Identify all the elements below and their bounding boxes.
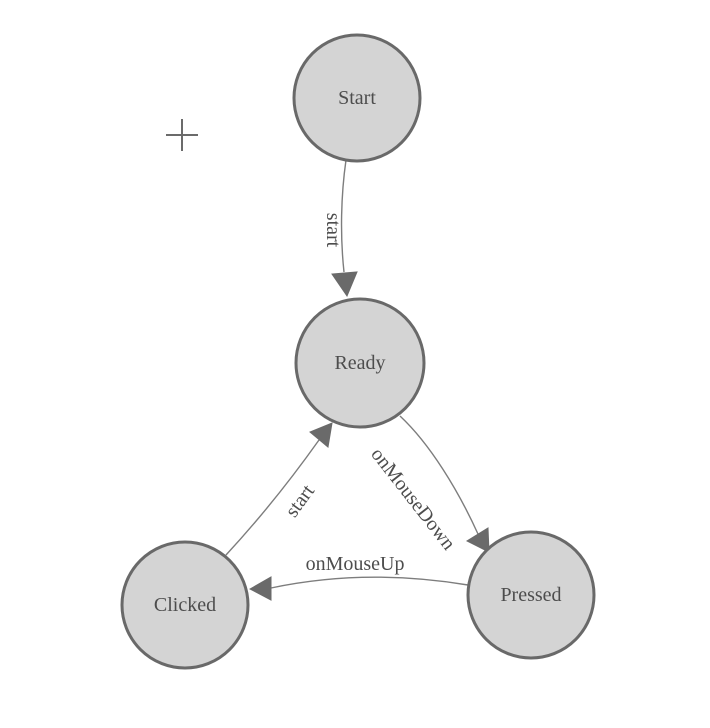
state-label-ready: Ready xyxy=(334,352,385,374)
transition-label-start-2: start xyxy=(281,480,319,521)
state-node-start[interactable]: Start xyxy=(292,33,422,163)
arrowhead-icon[interactable] xyxy=(331,271,358,298)
transition-start-to-ready[interactable]: start xyxy=(322,159,358,298)
arrowhead-icon[interactable] xyxy=(309,422,333,448)
arrowhead-icon[interactable] xyxy=(465,527,490,553)
state-node-ready[interactable]: Ready xyxy=(294,297,426,429)
state-node-pressed[interactable]: Pressed xyxy=(466,530,596,660)
transition-line[interactable] xyxy=(225,439,320,556)
state-label-start: Start xyxy=(338,87,376,109)
transition-label-onmousedown: onMouseDown xyxy=(366,444,459,555)
arrowhead-icon[interactable] xyxy=(248,576,272,601)
transition-label-onmouseup: onMouseUp xyxy=(306,553,405,575)
transition-line[interactable] xyxy=(270,576,469,589)
state-circle-clicked[interactable] xyxy=(120,540,250,670)
state-label-pressed: Pressed xyxy=(500,584,561,606)
state-circle-start[interactable] xyxy=(292,33,422,163)
state-circle-pressed[interactable] xyxy=(466,530,596,660)
state-circle-ready[interactable] xyxy=(294,297,426,429)
state-node-clicked[interactable]: Clicked xyxy=(120,540,250,670)
transition-line[interactable] xyxy=(399,415,479,535)
transition-line[interactable] xyxy=(340,159,347,273)
origin-crosshair-icon xyxy=(166,119,198,151)
transition-pressed-to-clicked[interactable]: onMouseUp xyxy=(248,553,469,601)
state-label-clicked: Clicked xyxy=(154,594,216,616)
transition-clicked-to-ready[interactable]: start xyxy=(225,422,333,556)
transition-ready-to-pressed[interactable]: onMouseDown xyxy=(366,415,490,555)
transition-label-start-1: start xyxy=(322,213,344,248)
